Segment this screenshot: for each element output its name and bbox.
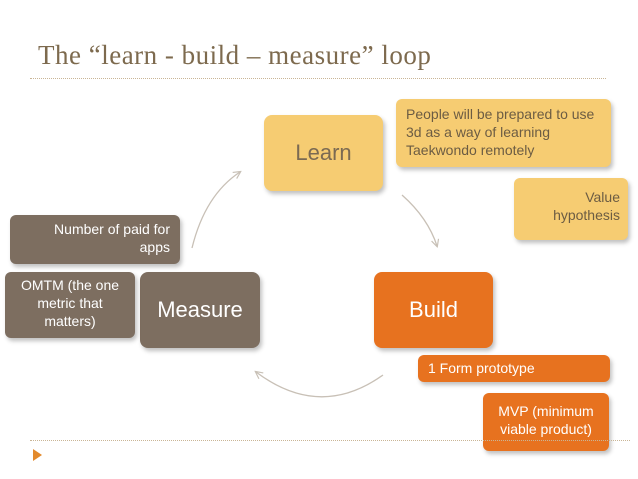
measure-node: Measure xyxy=(140,272,260,348)
footer-triangle-icon xyxy=(33,449,42,461)
form-prototype-note: 1 Form prototype xyxy=(418,355,610,382)
arrow-learn-to-build xyxy=(401,194,437,246)
build-node: Build xyxy=(374,272,493,348)
title-divider xyxy=(30,78,606,79)
arrow-build-to-measure xyxy=(256,372,384,398)
omtm-note: OMTM (the one metric that matters) xyxy=(5,272,135,338)
slide-title: The “learn - build – measure” loop xyxy=(38,40,432,70)
slide-number xyxy=(587,452,609,466)
learn-hypothesis-note: People will be prepared to use 3d as a w… xyxy=(396,99,611,167)
value-hypothesis-note: Value hypothesis xyxy=(514,178,628,240)
learn-node: Learn xyxy=(264,115,383,191)
paid-apps-note: Number of paid for apps xyxy=(10,215,180,264)
footer-divider xyxy=(30,440,630,441)
arrow-measure-to-learn xyxy=(191,172,240,249)
mvp-note: MVP (minimum viable product) xyxy=(483,393,609,451)
